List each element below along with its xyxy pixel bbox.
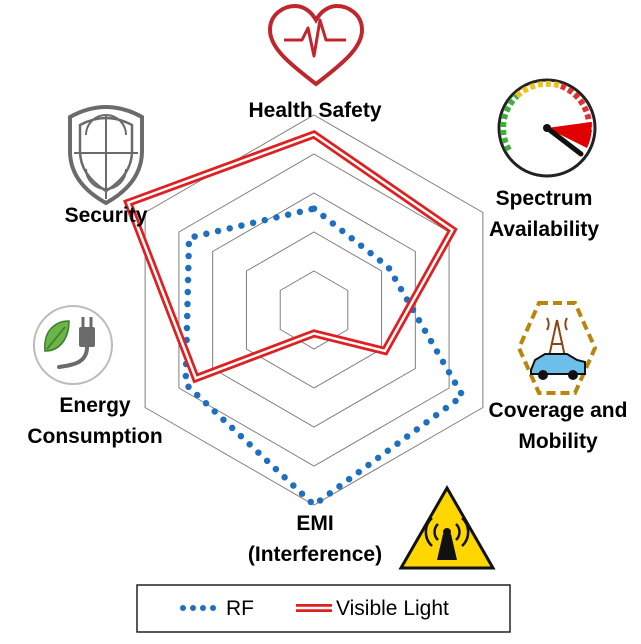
axis-label-3: EMI (Interference) [248, 512, 382, 566]
series-visible-light-inner [126, 133, 455, 380]
axis-label-4-line-0: Energy [59, 394, 131, 417]
axis-label-5: Security [65, 204, 148, 227]
speedometer-icon [497, 78, 597, 178]
cell-tower-car-icon [516, 301, 598, 395]
radiation-warning-icon [398, 484, 496, 570]
axis-label-3-line-0: EMI [296, 512, 333, 535]
axis-label-3-line-1: (Interference) [248, 543, 382, 566]
axis-label-5-line-0: Security [65, 204, 148, 227]
radar-series [123, 130, 467, 510]
legend-label-rf: RF [226, 597, 254, 620]
grid-ring-1 [279, 270, 349, 350]
radar-grid [144, 114, 484, 506]
legend-item-rf: RF [180, 597, 254, 620]
heart-pulse-icon [267, 3, 365, 87]
legend-label-visible-light: Visible Light [336, 597, 449, 620]
axis-label-0: Health Safety [248, 99, 381, 122]
axis-label-1-line-0: Spectrum [496, 187, 593, 210]
leaf-plug-icon [33, 305, 113, 385]
legend-item-visible-light: Visible Light [296, 597, 449, 620]
shield-icon [68, 105, 144, 206]
grid-ring-3 [212, 192, 416, 428]
axis-label-4-line-1: Consumption [27, 425, 162, 448]
grid-ring-2 [245, 231, 383, 389]
grid-ring-5 [144, 114, 484, 506]
axis-label-0-line-0: Health Safety [248, 99, 381, 122]
axis-label-2-line-1: Mobility [518, 430, 598, 453]
axis-label-1-line-1: Availability [489, 218, 599, 241]
legend: RF Visible Light [136, 584, 511, 633]
axis-label-2-line-0: Coverage and [489, 399, 628, 422]
